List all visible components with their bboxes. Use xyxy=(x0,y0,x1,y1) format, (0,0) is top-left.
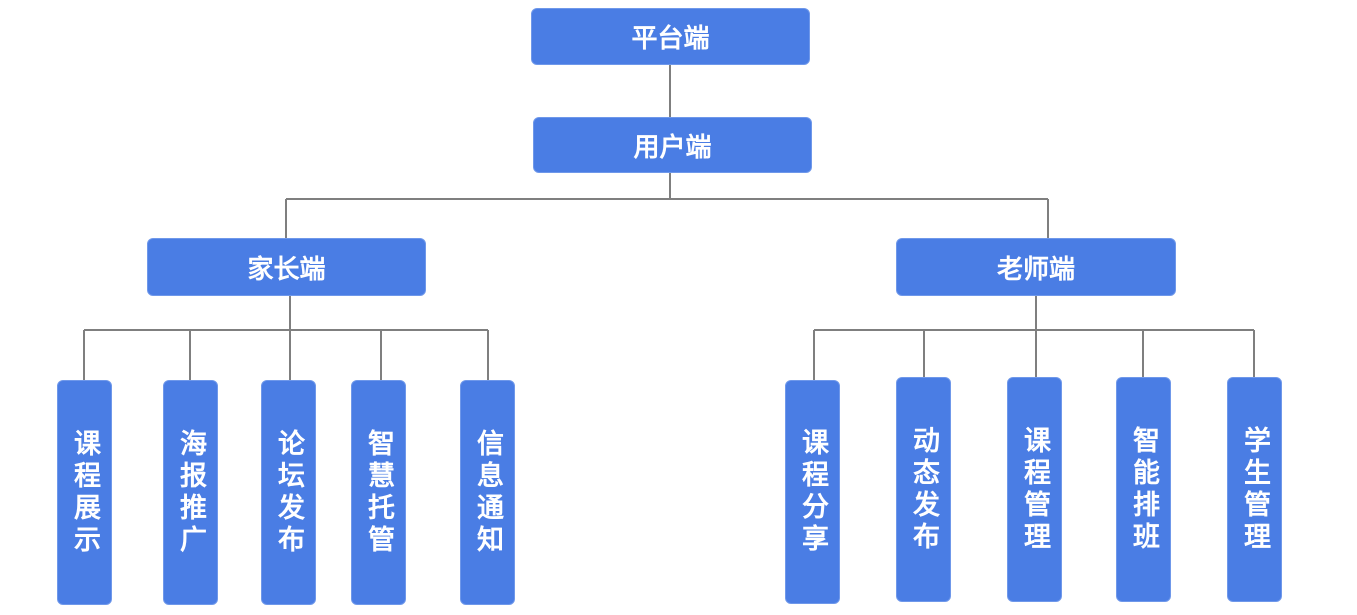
node-parent: 家长端 xyxy=(147,238,426,296)
node-parent-child-4: 智慧托管 xyxy=(351,380,406,605)
node-teacher: 老师端 xyxy=(896,238,1176,296)
node-teacher-child-3: 课程管理 xyxy=(1007,377,1062,602)
node-platform: 平台端 xyxy=(531,8,810,65)
node-teacher-child-4: 智能排班 xyxy=(1116,377,1171,602)
node-teacher-child-2: 动态发布 xyxy=(896,377,951,602)
node-parent-child-1: 课程展示 xyxy=(57,380,112,605)
node-parent-child-2: 海报推广 xyxy=(163,380,218,605)
node-teacher-child-1: 课程分享 xyxy=(785,380,840,604)
node-parent-child-3: 论坛发布 xyxy=(261,380,316,605)
node-parent-child-5: 信息通知 xyxy=(460,380,515,605)
node-user: 用户端 xyxy=(533,117,812,173)
node-teacher-child-5: 学生管理 xyxy=(1227,377,1282,602)
